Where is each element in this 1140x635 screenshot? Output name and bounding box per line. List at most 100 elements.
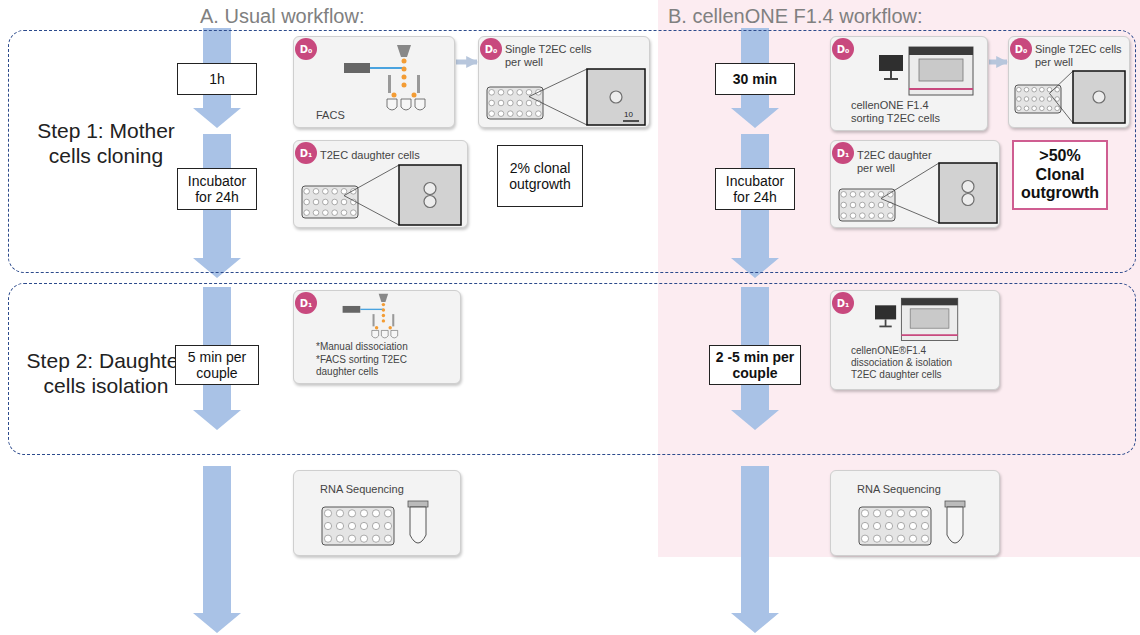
plate-well [508, 111, 514, 117]
box-text: Incubator for 24h [720, 173, 790, 205]
plate-well [1032, 106, 1037, 111]
card-text: RNA Sequencing [320, 483, 440, 496]
card-text: cellenONE®F1.4 dissociation & isolation … [851, 345, 969, 382]
well-plate [859, 507, 931, 545]
plate-well [873, 510, 880, 517]
monitor [875, 305, 896, 319]
plate-well [909, 510, 916, 517]
box-text: Incubator for 24h [182, 173, 252, 205]
plate-well [909, 535, 916, 542]
zoom-window [939, 163, 997, 223]
plate-well [332, 210, 338, 216]
day-label: D₀ [1015, 44, 1028, 55]
plate-well [517, 90, 523, 96]
plate-well [869, 192, 875, 198]
plate-well [897, 535, 904, 542]
deflection-plate [417, 75, 420, 93]
plate-well [372, 535, 379, 542]
column-heading: B. cellenONE F1.4 workflow: [668, 5, 923, 28]
step-card: RNA Sequencing [830, 470, 1000, 556]
plate-well [841, 192, 847, 198]
plate-well [860, 202, 866, 208]
plate-well [372, 522, 379, 529]
collection-tube [372, 330, 379, 337]
zoom-window [587, 69, 645, 125]
droplet [382, 319, 385, 322]
plate-well [1017, 106, 1022, 111]
plate-well [498, 100, 504, 106]
card-text: cellenONE F1.4 sorting T2EC cells [851, 99, 956, 126]
card-text: *Manual dissociation [316, 341, 466, 353]
cell [424, 196, 436, 208]
plate-well [341, 210, 347, 216]
day-badge: D₀ [480, 38, 502, 60]
day-badge: D₁ [832, 292, 854, 314]
card-text: FACS [316, 109, 416, 122]
zoom-leader [1050, 71, 1074, 93]
step-card: cellenONE®F1.4 dissociation & isolation … [830, 290, 1000, 390]
instrument-top [901, 298, 957, 305]
cell [610, 91, 622, 103]
plate-well [323, 210, 329, 216]
zoom-leader [1050, 93, 1074, 123]
tube-cap [408, 501, 428, 507]
card-text: *FACS sorting T2EC daughter cells [316, 354, 421, 378]
plate-well [517, 111, 523, 117]
tube-cap [945, 501, 965, 507]
collection-tube [401, 99, 411, 110]
duration-box: Incubator for 24h [177, 168, 257, 210]
plate-well [921, 535, 928, 542]
day-label: D₀ [300, 44, 313, 55]
sample-tube [947, 507, 963, 543]
plate-well [384, 535, 391, 542]
plate-well [348, 510, 355, 517]
step-region: Step 1: Mother cells cloning1hFACSD₀Sing… [8, 30, 1136, 273]
plate-well [873, 522, 880, 529]
step-card: RNA Sequencing [293, 470, 461, 556]
box-text: 2% clonal outgrowth [502, 160, 578, 192]
plate-well [1047, 97, 1052, 102]
plate-well [1024, 87, 1029, 92]
plate-well [323, 189, 329, 195]
plate-well [850, 213, 856, 219]
plate-well [885, 522, 892, 529]
plate-well [324, 522, 331, 529]
plate-well [508, 90, 514, 96]
droplet [389, 326, 392, 329]
plate-well [536, 111, 542, 117]
plate-well [336, 535, 343, 542]
plate-well [1055, 106, 1060, 111]
plate-well [323, 199, 329, 205]
plate-well [360, 522, 367, 529]
box-text: 2 -5 min per couple [714, 349, 796, 381]
instrument-top [909, 47, 973, 55]
plate-well [372, 510, 379, 517]
day-label: D₁ [837, 298, 850, 309]
monitor-stand [884, 78, 898, 80]
step-card: Single T2EC cells per wellD₀ [1008, 36, 1130, 128]
plate-well [921, 510, 928, 517]
day-badge: D₁ [295, 142, 317, 164]
plate-well [885, 535, 892, 542]
zoom-window [399, 165, 461, 225]
laser-beam [360, 309, 383, 310]
plate-well [304, 189, 310, 195]
duration-box: 30 min [715, 63, 795, 95]
zoom-leader [881, 199, 939, 223]
instrument-body [901, 298, 957, 340]
droplet [392, 93, 397, 98]
duration-box: 1h [177, 63, 257, 95]
plate-well [304, 199, 310, 205]
day-badge: D₁ [832, 142, 854, 164]
flow-arrows [193, 28, 779, 633]
zoom-leader [529, 97, 587, 125]
laser [344, 63, 370, 73]
collection-tube [381, 330, 388, 337]
day-label: D₁ [300, 298, 313, 309]
day-label: D₁ [300, 148, 313, 159]
zoom-window [1073, 71, 1125, 123]
plate-well [498, 90, 504, 96]
plate-well [341, 189, 347, 195]
plate-well [360, 535, 367, 542]
plate-well [1024, 97, 1029, 102]
